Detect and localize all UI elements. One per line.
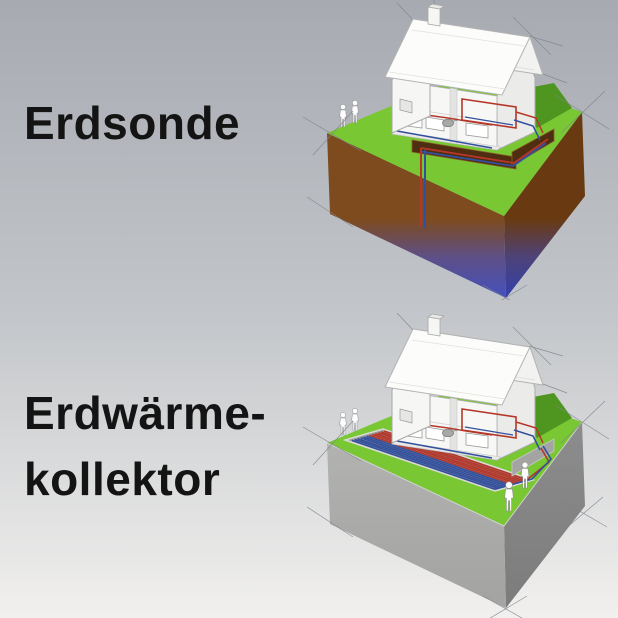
construction-lines-front — [302, 90, 610, 300]
label-erdwaermekollektor: Erdwärme- kollektor — [24, 380, 266, 512]
erdsonde-illustration — [302, 0, 610, 300]
label-collector-line2: kollektor — [24, 453, 221, 505]
house — [384, 313, 544, 461]
label-collector-line1: Erdwärme- — [24, 387, 267, 439]
construction-lines-front — [302, 400, 610, 618]
borehole-pipes — [420, 148, 426, 228]
earth-block-right-face — [504, 112, 585, 298]
earth-block-right-face — [504, 422, 585, 608]
earth-block-left-face — [327, 443, 506, 608]
erdwaermekollektor-illustration — [302, 312, 610, 618]
collector-pipes — [351, 430, 528, 490]
earth-block-left-face — [327, 133, 506, 298]
house — [384, 3, 544, 151]
collector-field — [342, 428, 536, 492]
label-erdsonde: Erdsonde — [24, 97, 241, 149]
connection-trench — [411, 128, 555, 170]
